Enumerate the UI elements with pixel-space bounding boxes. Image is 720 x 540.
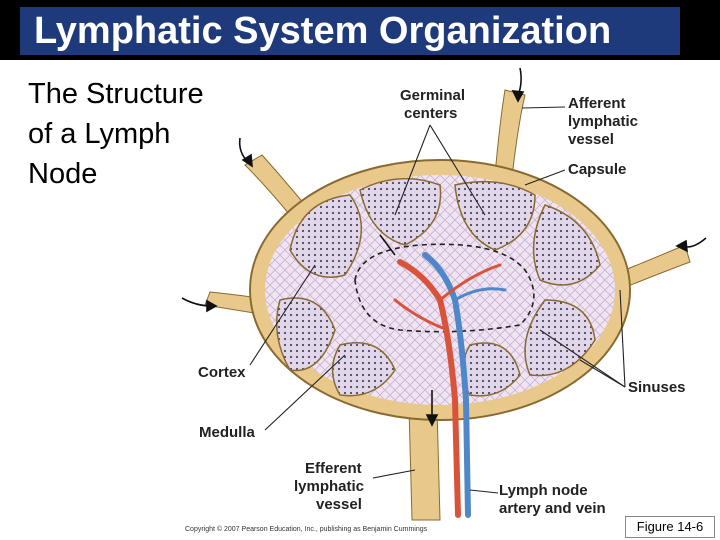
label-capsule: Capsule bbox=[568, 161, 626, 178]
slide-title: Lymphatic System Organization bbox=[20, 7, 680, 55]
subtitle-line-3: Node bbox=[28, 158, 98, 190]
figure-caption: Figure 14-6 bbox=[625, 516, 715, 538]
subtitle-line-2: of a Lymph bbox=[28, 118, 171, 150]
lymph-flow-arrows bbox=[181, 67, 707, 427]
leader-lines bbox=[249, 106, 626, 494]
diagram-labels: Germinal centers Afferent lymphatic vess… bbox=[198, 87, 686, 517]
label-afferent-1: Afferent bbox=[568, 95, 626, 112]
label-efferent-2: lymphatic bbox=[294, 478, 364, 495]
copyright-text: Copyright © 2007 Pearson Education, Inc.… bbox=[185, 526, 428, 533]
slide-subtitle: The Structure of a Lymph Node bbox=[28, 74, 204, 194]
label-efferent-3: vessel bbox=[316, 496, 362, 513]
label-efferent-1: Efferent bbox=[305, 460, 362, 477]
medulla-outline bbox=[354, 243, 535, 333]
label-cortex: Cortex bbox=[198, 364, 246, 381]
label-sinuses: Sinuses bbox=[628, 379, 686, 396]
label-germinal-1: Germinal bbox=[400, 87, 465, 104]
label-afferent-2: lymphatic bbox=[568, 113, 638, 130]
label-afferent-3: vessel bbox=[568, 131, 614, 148]
label-artery-1: Lymph node bbox=[499, 482, 588, 499]
cortex-lobules bbox=[275, 177, 601, 397]
subtitle-line-1: The Structure bbox=[28, 78, 204, 110]
label-artery-2: artery and vein bbox=[499, 500, 606, 517]
blood-vessels bbox=[393, 252, 507, 518]
label-medulla: Medulla bbox=[199, 424, 255, 441]
title-bar: Lymphatic System Organization bbox=[0, 0, 720, 60]
label-germinal-2: centers bbox=[404, 105, 457, 122]
